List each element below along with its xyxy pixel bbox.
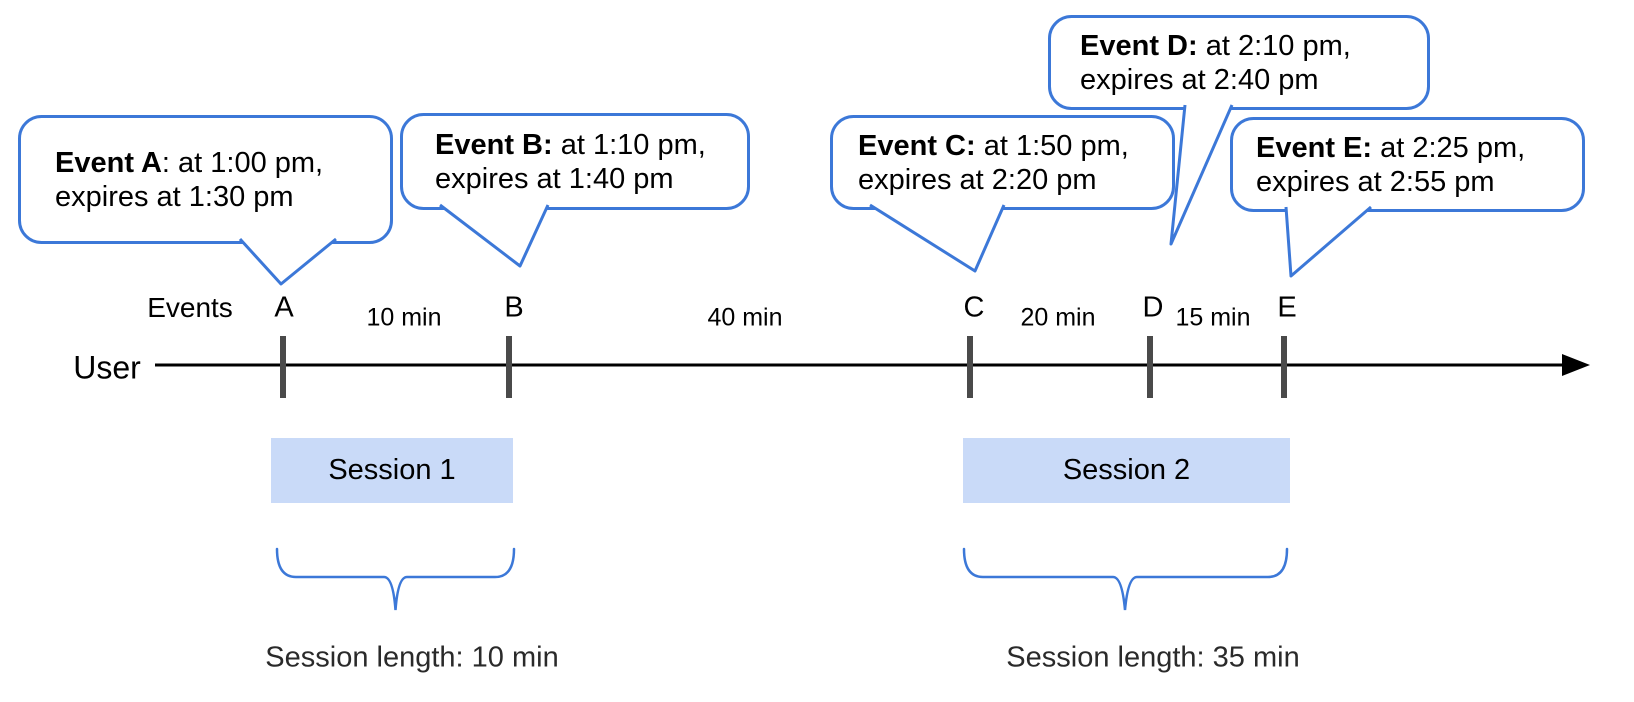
interval-label-bc: 40 min [707, 303, 783, 332]
session-2-label: Session 2 [1062, 454, 1191, 486]
event-label-c: C [963, 291, 985, 324]
event-d-line1: Event D: at 2:10 pm, [1080, 30, 1351, 62]
event-c-line1: Event C: at 1:50 pm, [858, 130, 1129, 162]
event-d-line2: expires at 2:40 pm [1080, 64, 1319, 96]
event-b-line2: expires at 1:40 pm [435, 163, 674, 195]
user-row-label: User [73, 349, 141, 386]
events-row-label: Events [147, 292, 233, 323]
event-d-bubble: Event D: at 2:10 pm, expires at 2:40 pm [1080, 17, 1351, 109]
event-c-bubble-tail [869, 203, 1006, 273]
event-b-bubble-box [400, 113, 750, 210]
event-b-bubble-tail [439, 203, 550, 268]
event-b-line1: Event B: at 1:10 pm, [435, 129, 706, 161]
event-d-bubble-tail [1169, 104, 1234, 246]
event-e-line1: Event E: at 2:25 pm, [1256, 132, 1526, 164]
event-a-bubble-tail [238, 237, 337, 286]
session-2-brace [962, 547, 1289, 611]
session-2-length-label: Session length: 35 min [1006, 641, 1300, 674]
event-a-line2: expires at 1:30 pm [55, 181, 294, 213]
timeline-arrowhead-icon [1562, 354, 1590, 376]
session-2-bar: Session 2 [963, 438, 1290, 503]
event-c-bubble: Event C: at 1:50 pm, expires at 2:20 pm [858, 117, 1129, 209]
event-label-d: D [1142, 291, 1164, 324]
event-label-b: B [504, 291, 524, 324]
interval-label-cd: 20 min [1020, 303, 1096, 332]
event-b-bubble: Event B: at 1:10 pm, expires at 1:40 pm [435, 115, 706, 209]
event-a-line1: Event A: at 1:00 pm, [55, 147, 324, 179]
interval-label-de: 15 min [1175, 303, 1251, 332]
event-e-bubble-tail [1284, 205, 1372, 278]
session-1-brace [275, 547, 516, 611]
event-label-e: E [1277, 291, 1297, 324]
event-e-bubble-box [1230, 117, 1585, 212]
event-a-bubble: Event A: at 1:00 pm, expires at 1:30 pm [55, 117, 323, 243]
event-e-line2: expires at 2:55 pm [1256, 166, 1495, 198]
session-1-length-label: Session length: 10 min [265, 641, 559, 674]
event-c-line2: expires at 2:20 pm [858, 164, 1097, 196]
event-a-bubble-box [18, 115, 393, 244]
event-label-a: A [274, 291, 294, 324]
session-1-label: Session 1 [328, 454, 456, 486]
event-d-bubble-box [1048, 15, 1430, 110]
session-1-bar: Session 1 [271, 438, 513, 503]
event-e-bubble: Event E: at 2:25 pm, expires at 2:55 pm [1256, 119, 1525, 211]
interval-label-ab: 10 min [366, 303, 442, 332]
